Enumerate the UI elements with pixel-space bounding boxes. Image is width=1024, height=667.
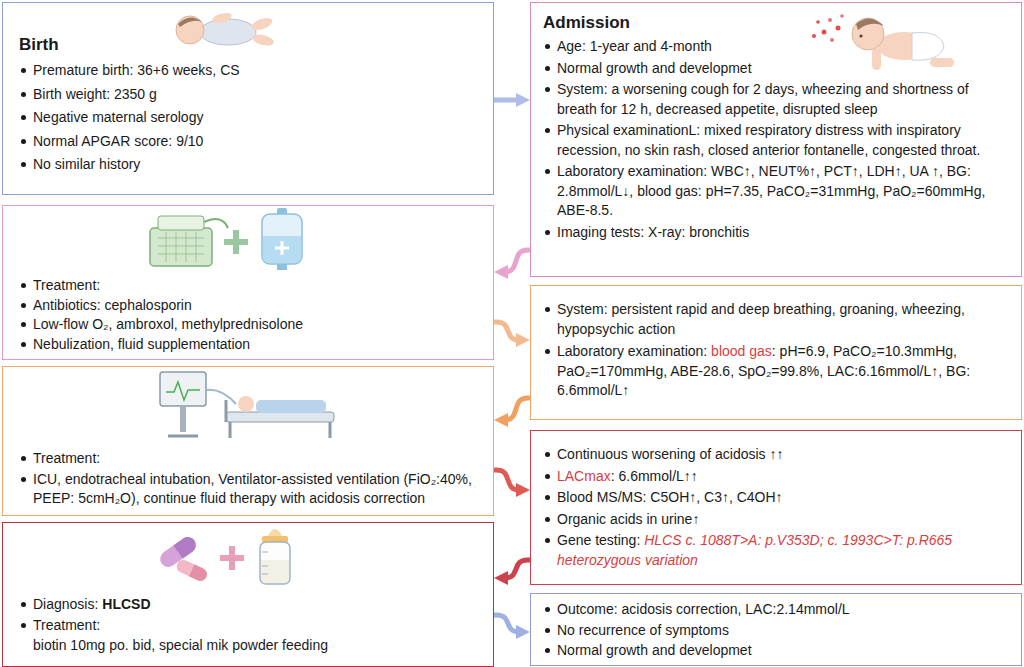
bullet-row: Normal growth and developmet <box>543 59 1011 79</box>
process-box: Diagnosis:HLCSDTreatment:biotin 10mg po.… <box>2 522 494 667</box>
bullet-row: System: persistent rapid and deep breath… <box>543 300 1011 339</box>
bullet-row: Diagnosis:HLCSD <box>19 595 483 615</box>
process-box: Treatment: Antibiotics: cephalosporinLow-… <box>2 205 494 360</box>
bullet-row: Treatment: <box>19 276 483 296</box>
process-box: Outcome: acidosis correction, LAC:2.14mm… <box>530 593 1022 666</box>
bullet-text: System: a worsening cough for 2 days, wh… <box>557 81 969 117</box>
bullet-row: No recurrence of symptoms <box>543 621 1011 641</box>
bullet-text: blood gas <box>711 343 772 359</box>
bullet-row: biotin 10mg po. bid, special mik powder … <box>19 636 483 656</box>
newborn-illustration <box>176 11 275 48</box>
bullet-row: ICU, endotracheal intubation, Ventilator… <box>19 470 483 509</box>
bullet-row: Outcome: acidosis correction, LAC:2.14mm… <box>543 600 1011 620</box>
flow-arrow <box>494 98 522 103</box>
bullet-text: : 6.6mmol/L↑↑ <box>611 468 698 484</box>
bullet-row: Nebulization, fluid supplementation <box>19 335 483 355</box>
bullet-row: System: a worsening cough for 2 days, wh… <box>543 80 1011 119</box>
bullet-text: Treatment: <box>33 617 100 633</box>
flow-arrow <box>494 470 522 490</box>
bullet-row: Birth weight: 2350 g <box>19 85 483 105</box>
bullet-row: Negative maternal serology <box>19 108 483 128</box>
bullet-text: Treatment: <box>33 450 100 466</box>
bullet-text: LACmax <box>557 468 611 484</box>
bullet-text: Antibiotics: cephalosporin <box>33 297 192 313</box>
bullet-text: ICU, endotracheal intubation, Ventilator… <box>33 471 472 507</box>
bullet-row: Physical examinationL: mixed respiratory… <box>543 121 1011 160</box>
bullet-row: Normal growth and developmet <box>543 641 1011 661</box>
bullet-text: Treatment: <box>33 277 100 293</box>
bullet-text: Laboratory examination: <box>557 343 707 359</box>
flow-arrow <box>502 398 530 420</box>
bullet-text: Imaging tests: X-ray: bronchitis <box>557 224 749 240</box>
title-row: Admission <box>543 11 1011 35</box>
bullet-row: Low-flow O₂, ambroxol, methylprednisolon… <box>19 315 483 335</box>
bullet-text: No recurrence of symptoms <box>557 622 729 638</box>
bullet-row: Laboratory examination:blood gas: pH=6.9… <box>543 342 1011 401</box>
process-box: Treatment: ICU, endotracheal intubation, … <box>2 366 494 516</box>
bullet-row: Continuous worsening of acidosis ↑↑ <box>543 445 1011 465</box>
box-title: Birth <box>19 35 59 54</box>
bullet-text: Physical examinationL: mixed respiratory… <box>557 122 980 158</box>
bullet-text: Normal APGAR score: 9/10 <box>33 133 203 149</box>
bullet-row: Premature birth: 36+6 weeks, CS <box>19 61 483 81</box>
bullet-text: Normal growth and developmet <box>557 642 752 658</box>
bullet-row: No similar history <box>19 155 483 175</box>
bullet-row: Organic acids in urine↑ <box>543 510 1011 530</box>
bullet-text: Laboratory examination: WBC↑, NEUT%↑, PC… <box>557 163 985 218</box>
bullet-text: Diagnosis: <box>33 596 98 612</box>
bullet-row: Normal APGAR score: 9/10 <box>19 132 483 152</box>
bullet-text: Age: 1-year and 4-month <box>557 38 712 54</box>
bullet-text: Normal growth and developmet <box>557 60 752 76</box>
process-box: BirthPremature birth: 36+6 weeks, CS Birt… <box>2 2 494 195</box>
box-title: Admission <box>543 13 630 32</box>
medicine-and-milk-illustration <box>157 529 290 584</box>
bullet-text: Negative maternal serology <box>33 109 203 125</box>
bullet-row: Age: 1-year and 4-month <box>543 37 1011 57</box>
flow-arrow <box>494 322 522 340</box>
bullet-text: No similar history <box>33 156 140 172</box>
flow-arrow <box>502 560 530 578</box>
bullet-row: LACmax: 6.6mmol/L↑↑ <box>543 467 1011 487</box>
bullet-text: System: persistent rapid and deep breath… <box>557 301 965 337</box>
bullet-row: Treatment: <box>19 616 483 636</box>
bullet-text: Organic acids in urine↑ <box>557 511 699 527</box>
bullet-text: HLCSD <box>102 596 150 612</box>
bullet-row: Gene testing:HLCS c. 1088T>A: p.V353D; c… <box>543 531 1011 570</box>
process-box: Continuous worsening of acidosis ↑↑ LACma… <box>530 430 1022 585</box>
bullet-text: biotin 10mg po. bid, special mik powder … <box>33 637 328 653</box>
bullet-row: Antibiotics: cephalosporin <box>19 296 483 316</box>
nebulizer-and-iv-illustration <box>150 208 302 270</box>
bullet-text: Birth weight: 2350 g <box>33 86 157 102</box>
process-box: System: persistent rapid and deep breath… <box>530 285 1022 420</box>
title-row: Birth <box>19 33 483 57</box>
bullet-text: Nebulization, fluid supplementation <box>33 336 250 352</box>
process-box: AdmissionAge: 1-year and 4-monthNormal g… <box>530 2 1022 277</box>
flow-arrow <box>502 250 530 272</box>
bullet-text: Continuous worsening of acidosis ↑↑ <box>557 446 783 462</box>
bullet-text: Blood MS/MS: C5OH↑, C3↑, C4OH↑ <box>557 489 783 505</box>
bullet-row: Imaging tests: X-ray: bronchitis <box>543 223 1011 243</box>
bullet-row: Blood MS/MS: C5OH↑, C3↑, C4OH↑ <box>543 488 1011 508</box>
coughing-infant-illustration <box>812 14 954 70</box>
bullet-text: Gene testing: <box>557 532 640 548</box>
flow-arrow <box>494 615 522 632</box>
bullet-text: Premature birth: 36+6 weeks, CS <box>33 62 240 78</box>
bullet-row: Laboratory examination: WBC↑, NEUT%↑, PC… <box>543 162 1011 221</box>
bullet-text: Outcome: acidosis correction, LAC:2.14mm… <box>557 601 850 617</box>
bullet-text: Low-flow O₂, ambroxol, methylprednisolon… <box>33 316 303 332</box>
icu-ventilator-illustration <box>160 372 334 438</box>
bullet-row: Treatment: <box>19 449 483 469</box>
